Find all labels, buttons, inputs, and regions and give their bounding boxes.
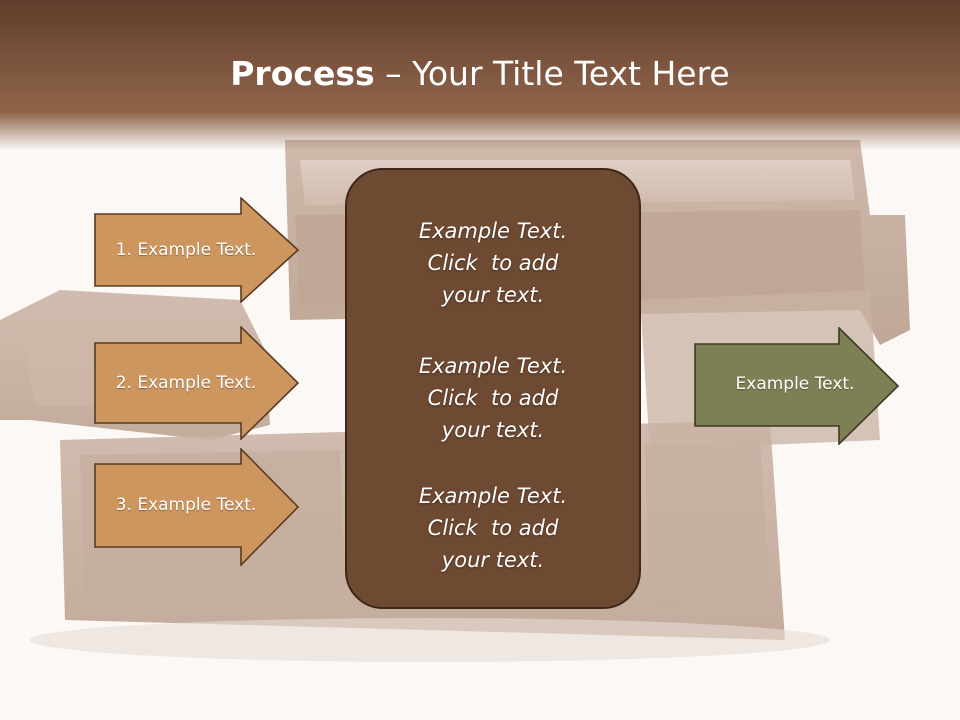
center-block-2: Example Text. Click to add your text. [347,350,639,446]
left-arrow-2-label: 2. Example Text. [115,373,257,393]
center-block-3-line2: Click to add [427,516,559,540]
title-bold: Process [230,54,375,93]
center-block-3-line3: your text. [441,548,545,572]
center-block-3-line1: Example Text. [418,484,568,508]
center-block-1-line1: Example Text. [418,219,568,243]
center-block-2-line1: Example Text. [418,354,568,378]
header-band [0,0,960,150]
slide-title[interactable]: Process – Your Title Text Here [0,52,960,96]
left-arrow-1[interactable] [94,197,300,303]
center-block-3: Example Text. Click to add your text. [347,480,639,576]
left-arrow-3-label: 3. Example Text. [115,495,257,515]
center-text-box[interactable]: Example Text. Click to add your text. Ex… [345,168,641,609]
left-arrow-3[interactable] [94,448,300,566]
left-arrow-2[interactable] [94,326,300,440]
right-arrow[interactable] [694,327,900,445]
title-rest: – Your Title Text Here [374,54,730,93]
right-arrow-label: Example Text. [735,374,855,394]
center-block-2-line2: Click to add [427,386,559,410]
left-arrow-1-label: 1. Example Text. [115,240,257,260]
center-block-1-line2: Click to add [427,251,559,275]
center-block-2-line3: your text. [441,418,545,442]
center-block-1: Example Text. Click to add your text. [347,215,639,311]
center-block-1-line3: your text. [441,283,545,307]
